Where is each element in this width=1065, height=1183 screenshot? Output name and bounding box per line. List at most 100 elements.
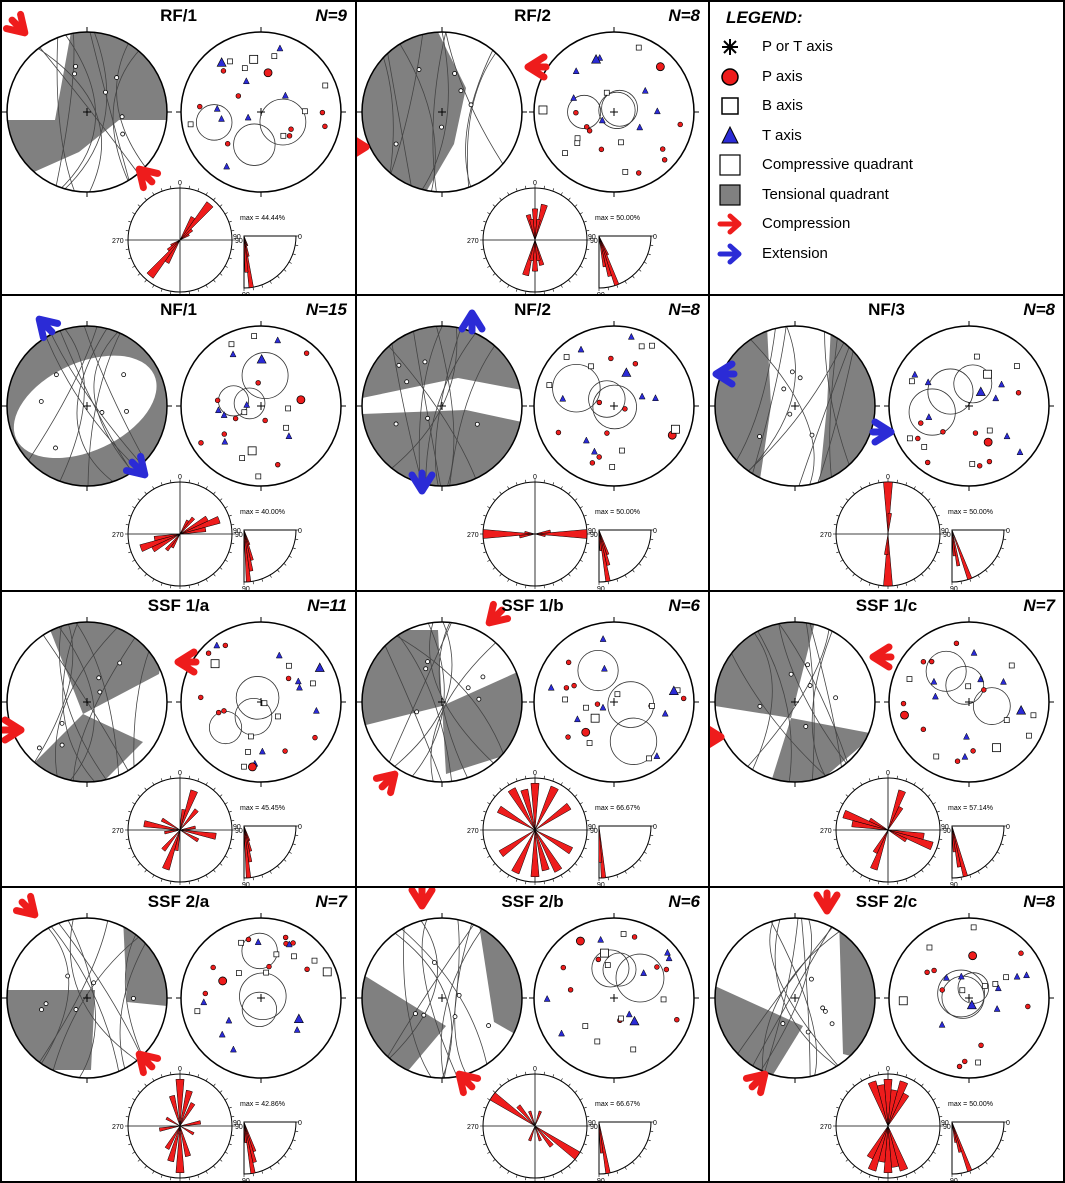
p-axis-mark	[563, 685, 570, 691]
t-axis-mark	[911, 370, 919, 378]
p-axis-mark	[571, 682, 577, 689]
t-axis-mark	[296, 683, 303, 691]
p-axis-mark	[255, 380, 261, 386]
p-axis-mark	[285, 675, 292, 682]
rose-label-n: 0	[886, 474, 890, 481]
rose-petal	[175, 1078, 185, 1127]
compression-arrow	[357, 137, 370, 157]
b-axis-mark	[590, 713, 600, 723]
p-axis-mark	[224, 141, 231, 147]
b-axis-mark	[311, 957, 318, 964]
t-axis-mark	[998, 380, 1005, 388]
t-axis-mark	[957, 972, 965, 980]
b-axis-mark	[975, 1059, 982, 1066]
beachball	[2, 321, 172, 491]
b-axis-mark	[600, 948, 609, 958]
extension-arrow	[869, 418, 895, 446]
b-axis-mark	[965, 683, 972, 690]
t-axis-mark	[961, 752, 969, 760]
t-axis-mark	[275, 651, 283, 659]
panel-n-count: N=7	[1023, 596, 1055, 615]
b-axis-mark	[649, 342, 655, 349]
rose-label-e: 90	[235, 828, 243, 835]
b-axis-mark	[594, 1038, 601, 1045]
compression-arrow	[2, 10, 29, 37]
legend-label: P axis	[762, 67, 803, 85]
rose-petal	[534, 529, 551, 535]
rose-label-w: 270	[467, 828, 479, 835]
strike-rose-diagram: 090180270max = 75.00%	[820, 474, 951, 589]
t-axis-mark	[254, 938, 262, 945]
rose-petal	[524, 531, 536, 535]
b-axis-mark	[970, 924, 977, 931]
rose-label-n: 0	[886, 770, 890, 777]
rose-petal	[866, 1125, 889, 1160]
t-axis-mark	[621, 367, 632, 377]
p-axis-mark	[962, 1058, 968, 1065]
rose-petal	[887, 1089, 898, 1127]
dip-label-ninety: 90	[233, 824, 241, 831]
t-axis-mark	[223, 162, 231, 170]
rose-petal	[534, 219, 541, 241]
t-axis-mark	[597, 935, 605, 943]
rose-label-e: 90	[590, 532, 598, 539]
pole-stereonet	[176, 617, 346, 787]
t-axis-mark	[661, 709, 669, 717]
dip-max-label: max = 50.00%	[948, 1101, 993, 1108]
panel-n-count: N=8	[1023, 892, 1055, 911]
compression-arrow	[12, 892, 39, 919]
t-axis-mark	[640, 969, 648, 976]
t-axis-mark	[200, 998, 208, 1006]
t-axis-mark	[577, 345, 585, 353]
dip-label-ninety: 90	[588, 824, 596, 831]
dip-label-zero: 0	[1006, 1120, 1010, 1127]
rose-petal	[164, 239, 181, 264]
rose-label-e: 90	[590, 828, 598, 835]
rose-label-n: 0	[178, 180, 182, 187]
rose-petal	[482, 529, 536, 539]
dip-petal	[951, 529, 973, 580]
t-axis-mark	[601, 664, 608, 672]
b-axis-mark	[562, 150, 568, 156]
dip-label-zero: 0	[653, 824, 657, 831]
panel-title: RF/1	[160, 6, 197, 25]
p-axis-mark	[632, 361, 639, 367]
t-axis-mark	[1013, 972, 1021, 980]
rose-petal	[179, 1125, 191, 1158]
rose-petal	[887, 829, 908, 843]
rose-label-e: 90	[235, 532, 243, 539]
p-axis-mark	[282, 748, 288, 754]
b-axis-mark	[619, 447, 625, 454]
rose-petal	[166, 239, 181, 252]
panel-n-count: N=6	[668, 596, 700, 615]
legend-item-extension: Extension	[710, 240, 1050, 268]
rose-petal	[179, 233, 190, 241]
b-axis-mark	[906, 676, 913, 682]
t-axis-mark	[294, 677, 302, 685]
dip-max-label: max = 45.45%	[240, 805, 285, 812]
b-axis-mark	[649, 703, 655, 709]
b-axis-mark	[638, 343, 645, 350]
legend-label: B axis	[762, 97, 803, 114]
compression-arrow	[524, 53, 550, 81]
rose-label-w: 270	[467, 1124, 479, 1131]
b-axis-mark	[974, 353, 980, 360]
rose-petal	[872, 829, 889, 854]
compression-arrow	[869, 643, 895, 671]
rose-petal	[534, 1110, 542, 1127]
b-axis-mark	[992, 981, 999, 987]
rose-petal	[887, 829, 925, 840]
dip-label-zero: 0	[298, 1120, 302, 1127]
rose-petal	[534, 802, 572, 831]
rose-petal	[179, 216, 196, 241]
dip-petal	[598, 235, 607, 268]
pole-stereonet	[529, 617, 699, 787]
t-axis-mark	[256, 353, 267, 364]
t-axis-mark	[625, 1010, 633, 1018]
